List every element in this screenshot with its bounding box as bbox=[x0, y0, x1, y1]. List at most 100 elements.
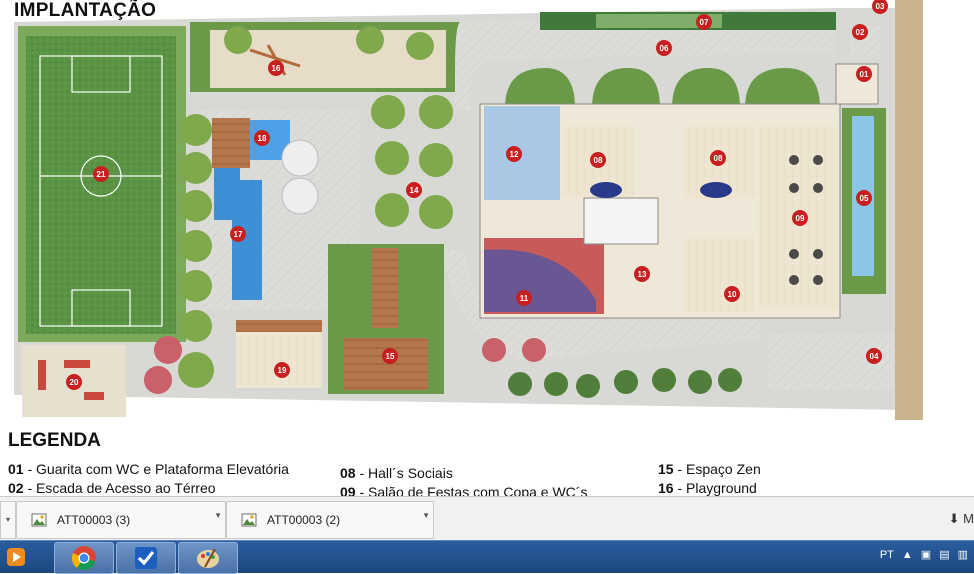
chrome-icon bbox=[71, 546, 96, 570]
notification-flag-icon[interactable]: ▲ bbox=[901, 548, 913, 561]
legend-column-1: 01 - Guarita com WC e Plataforma Elevató… bbox=[8, 460, 289, 498]
shrubs bbox=[508, 368, 742, 398]
marker-21: 21 bbox=[93, 166, 109, 182]
umbrella bbox=[281, 139, 319, 177]
tasks-check-icon bbox=[135, 547, 157, 569]
legend-item: 16 - Playground bbox=[658, 480, 757, 496]
svg-text:02: 02 bbox=[856, 28, 865, 37]
lounge-10 bbox=[684, 238, 754, 312]
party-tables bbox=[789, 155, 823, 285]
chevron-down-icon[interactable]: ▼ bbox=[422, 511, 430, 520]
paint-icon bbox=[197, 548, 219, 568]
svg-text:18: 18 bbox=[258, 134, 267, 143]
curved-walkway bbox=[444, 250, 760, 360]
media-player-icon bbox=[7, 548, 25, 566]
svg-text:08: 08 bbox=[714, 154, 723, 163]
svg-text:10: 10 bbox=[728, 290, 737, 299]
marker-12: 12 bbox=[506, 146, 522, 162]
svg-text:13: 13 bbox=[638, 270, 647, 279]
language-indicator[interactable]: PT bbox=[879, 548, 894, 561]
svg-text:09: 09 bbox=[796, 214, 805, 223]
marker-16: 16 bbox=[268, 60, 284, 76]
svg-text:06: 06 bbox=[660, 44, 669, 53]
legend-column-3: 15 - Espaço Zen 16 - Playground bbox=[658, 460, 761, 498]
marker-09: 09 bbox=[792, 210, 808, 226]
palm-trees bbox=[178, 26, 453, 388]
marker-08a: 08 bbox=[590, 152, 606, 168]
espaco-zen-15 bbox=[344, 338, 428, 390]
plan-markers: 01 02 03 04 05 06 07 08 08 09 10 11 12 1… bbox=[66, 0, 888, 390]
marker-11: 11 bbox=[516, 290, 532, 306]
site-plan: 01 02 03 04 05 06 07 08 08 09 10 11 12 1… bbox=[14, 0, 923, 420]
marker-03: 03 bbox=[872, 0, 888, 14]
brinquedoteca-12 bbox=[484, 106, 560, 200]
svg-text:04: 04 bbox=[870, 352, 879, 361]
spa-deck-19 bbox=[236, 330, 322, 388]
download-filename: ATT00003 (3) bbox=[57, 513, 131, 527]
core-stairs bbox=[583, 197, 659, 245]
marker-02: 02 bbox=[852, 24, 868, 40]
chevron-down-icon[interactable]: ▼ bbox=[214, 511, 222, 520]
marker-01: 01 bbox=[856, 66, 872, 82]
umbrella bbox=[281, 177, 319, 215]
driveway bbox=[455, 14, 835, 110]
svg-text:07: 07 bbox=[700, 18, 709, 27]
taskbar-chrome-button[interactable] bbox=[54, 542, 114, 574]
svg-text:14: 14 bbox=[410, 186, 419, 195]
legend-item: 01 - Guarita com WC e Plataforma Elevató… bbox=[8, 461, 289, 477]
svg-text:12: 12 bbox=[510, 150, 519, 159]
marker-14: 14 bbox=[406, 182, 422, 198]
marker-20: 20 bbox=[66, 374, 82, 390]
svg-text:16: 16 bbox=[272, 64, 281, 73]
network-icon[interactable]: ▣ bbox=[920, 549, 932, 561]
download-item[interactable]: ATT00003 (2) ▼ bbox=[226, 501, 434, 539]
marker-08b: 08 bbox=[710, 150, 726, 166]
download-arrow-icon: ⬇ bbox=[948, 511, 960, 526]
marker-17: 17 bbox=[230, 226, 246, 242]
svg-text:03: 03 bbox=[876, 2, 885, 11]
soccer-field bbox=[26, 36, 176, 334]
site-edge-wall bbox=[895, 0, 923, 420]
image-file-icon bbox=[31, 513, 47, 527]
guarita-01 bbox=[835, 63, 879, 105]
marker-05: 05 bbox=[856, 190, 872, 206]
volume-icon[interactable]: ▥ bbox=[957, 549, 968, 561]
battery-icon[interactable]: ▤ bbox=[939, 549, 950, 561]
svg-text:01: 01 bbox=[860, 70, 869, 79]
image-file-icon bbox=[241, 513, 257, 527]
flowering-shrubs bbox=[144, 336, 546, 394]
marker-10: 10 bbox=[724, 286, 740, 302]
legend-title: LEGENDA bbox=[8, 430, 101, 451]
svg-text:17: 17 bbox=[234, 230, 243, 239]
page-title: IMPLANTAÇÃO bbox=[14, 0, 157, 21]
downloads-shelf: ▾ ATT00003 (3) ▼ ATT00003 (2) ▼ ⬇ M bbox=[0, 496, 974, 540]
show-all-downloads-button[interactable]: ⬇ M bbox=[949, 511, 974, 527]
taskbar-media-player-button[interactable] bbox=[2, 542, 30, 572]
legend-item: 02 - Escada de Acesso ao Térreo bbox=[8, 480, 216, 496]
svg-text:08: 08 bbox=[594, 156, 603, 165]
show-all-label: M bbox=[963, 511, 974, 526]
download-filename: ATT00003 (2) bbox=[267, 513, 341, 527]
svg-text:20: 20 bbox=[70, 378, 79, 387]
download-item[interactable]: ATT00003 (3) ▼ bbox=[16, 501, 226, 539]
svg-text:15: 15 bbox=[386, 352, 395, 361]
taskbar-paint-button[interactable] bbox=[178, 542, 238, 574]
marker-07: 07 bbox=[696, 14, 712, 30]
taskbar-tasks-button[interactable] bbox=[116, 542, 176, 574]
pool-17 bbox=[214, 130, 262, 300]
garden-pockets bbox=[505, 68, 820, 108]
marker-06: 06 bbox=[656, 40, 672, 56]
svg-text:11: 11 bbox=[520, 294, 529, 303]
system-tray: PT ▲ ▣ ▤ ▥ bbox=[879, 548, 968, 562]
svg-text:19: 19 bbox=[278, 366, 287, 375]
marker-04: 04 bbox=[866, 348, 882, 364]
marker-18: 18 bbox=[254, 130, 270, 146]
soccer-field-lines bbox=[39, 55, 163, 327]
marker-13: 13 bbox=[634, 266, 650, 282]
marker-15: 15 bbox=[382, 348, 398, 364]
legend-item: 15 - Espaço Zen bbox=[658, 461, 761, 477]
svg-text:05: 05 bbox=[860, 194, 869, 203]
marker-19: 19 bbox=[274, 362, 290, 378]
shelf-scroll-left-button[interactable]: ▾ bbox=[0, 501, 16, 539]
taskbar: PT ▲ ▣ ▤ ▥ bbox=[0, 540, 974, 574]
